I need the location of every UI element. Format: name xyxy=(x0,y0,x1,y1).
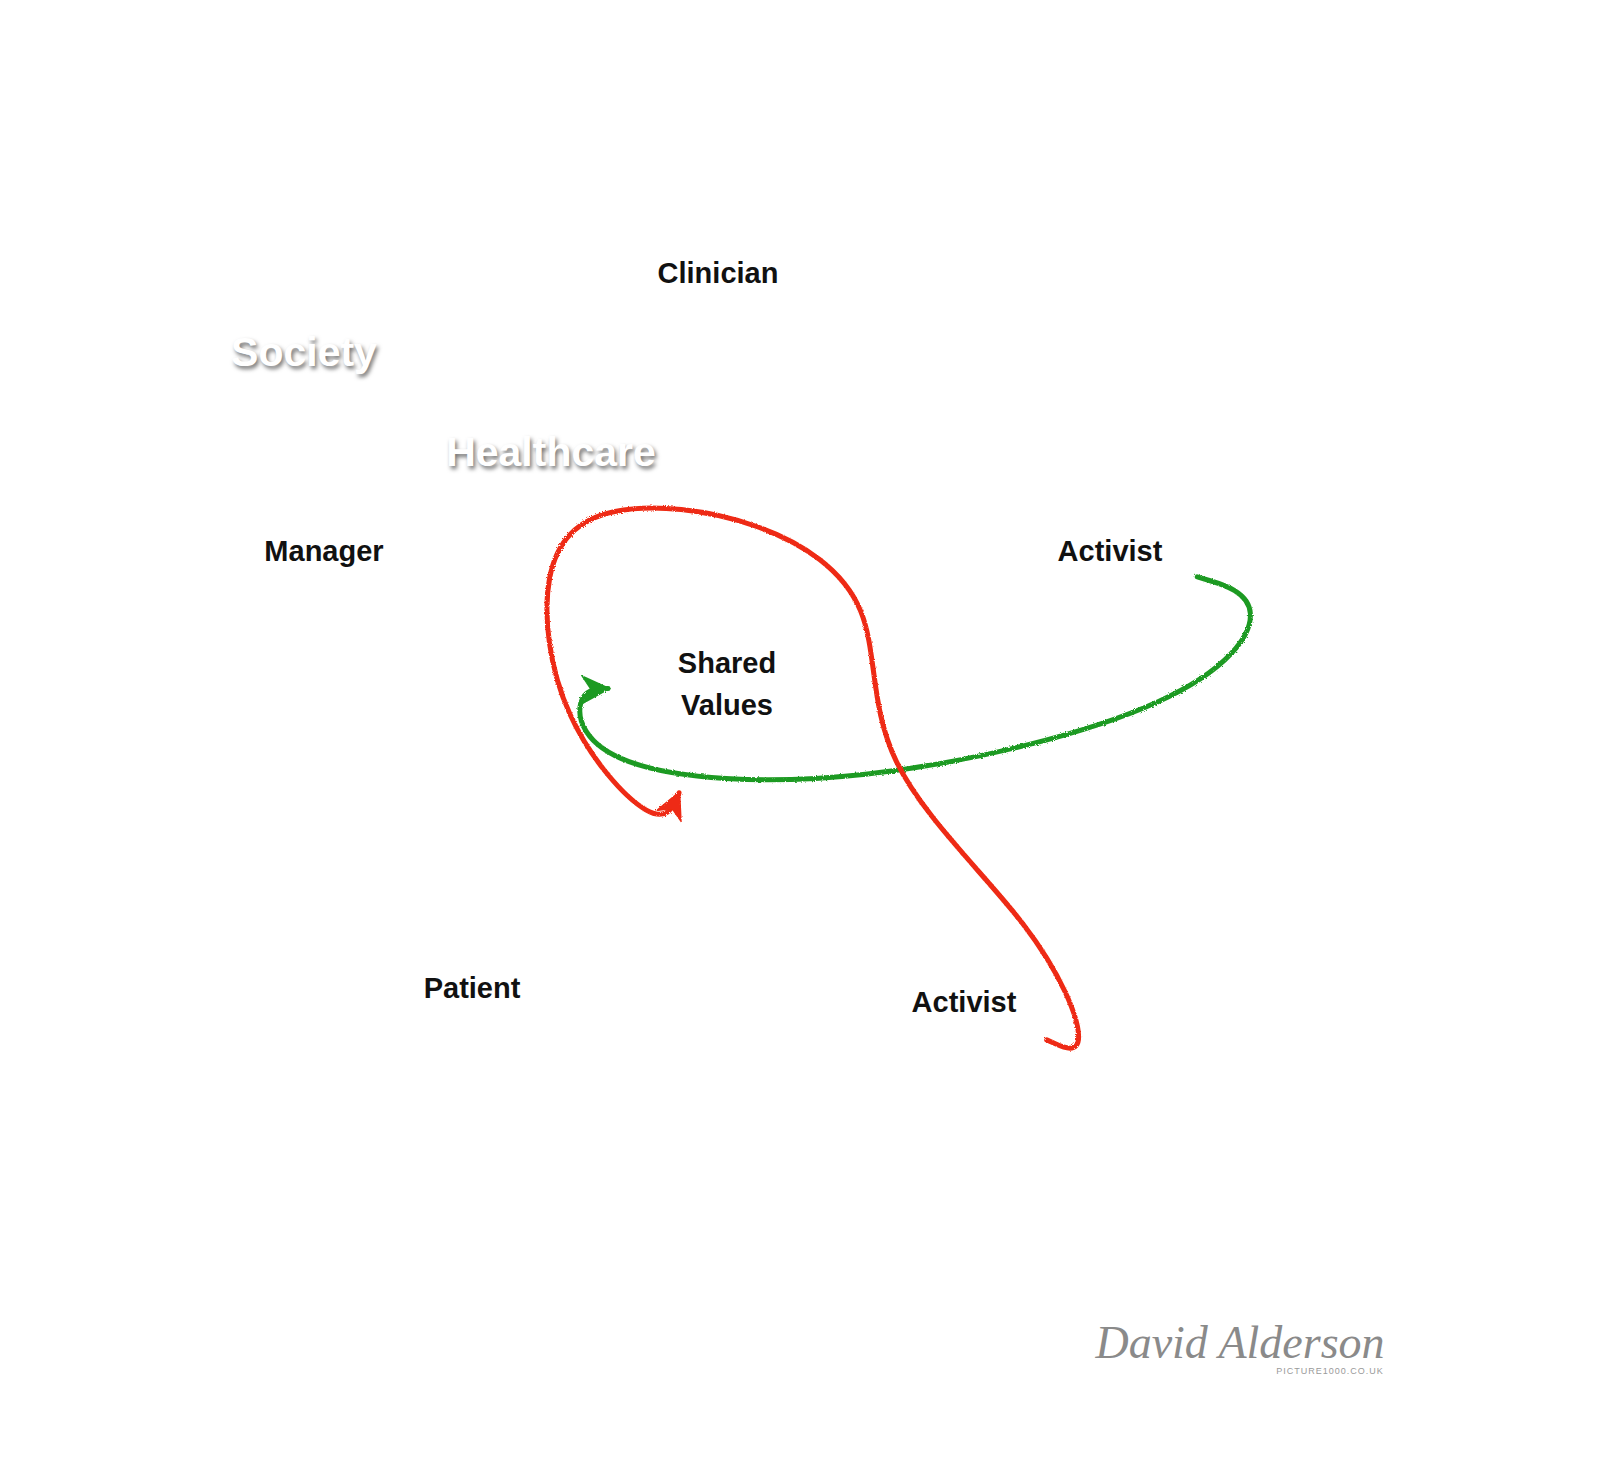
patient-ball: Patient xyxy=(383,899,561,1077)
outward-arrow xyxy=(308,1022,482,1196)
ball-shadow xyxy=(604,581,838,815)
label-holder: PICTURE1000.CO.UK xyxy=(1276,1366,1384,1376)
ball-fill xyxy=(610,567,844,801)
ball-shadow xyxy=(869,927,1047,1105)
ball-fill xyxy=(1021,462,1199,640)
outward-arrow xyxy=(1173,416,1341,581)
society-fill xyxy=(96,19,1400,1323)
healthcare-fill xyxy=(310,269,1136,1095)
ball-fill xyxy=(629,184,807,362)
feedback-loop xyxy=(580,577,1251,780)
clinician-ball: Clinician xyxy=(629,184,807,362)
outward-arrow xyxy=(661,49,781,175)
node-label: Manager xyxy=(264,530,383,572)
region-label: Healthcare xyxy=(446,429,656,476)
ball-shadow xyxy=(1015,476,1193,654)
ball-shadow xyxy=(229,476,407,654)
society-circle: ClinicianManagerActivistShared ValuesPat… xyxy=(83,6,1413,1336)
activist-ball: Activist xyxy=(1021,462,1199,640)
region-label: Society xyxy=(231,329,377,376)
outward-arrow xyxy=(117,454,243,574)
compass-star xyxy=(199,222,1240,1214)
drop-shadow xyxy=(55,44,1385,1374)
healthcare-circle: ClinicianManagerActivistShared ValuesPat… xyxy=(306,265,1140,1099)
society-ring xyxy=(83,6,1413,1336)
ball-fill xyxy=(383,899,561,1077)
label-holder: David Alderson xyxy=(1095,1316,1384,1369)
feedback-loop xyxy=(547,508,1079,1048)
ball-shadow xyxy=(623,198,801,376)
manager-ball: Manager xyxy=(235,462,413,640)
ball-fill xyxy=(875,913,1053,1091)
shared-values-ball: Shared Values xyxy=(610,567,844,801)
node-label: Shared Values xyxy=(652,642,802,726)
node-label: Patient xyxy=(424,967,521,1009)
ball-shadow xyxy=(377,913,555,1091)
outward-arrows xyxy=(117,49,1341,1196)
node-label: Activist xyxy=(912,981,1017,1023)
signature-watermark: David Alderson xyxy=(1095,1316,1384,1369)
website-watermark: PICTURE1000.CO.UK xyxy=(1276,1366,1384,1376)
node-label: Clinician xyxy=(658,252,779,294)
activist-ball: Activist xyxy=(875,913,1053,1091)
ball-fill xyxy=(235,462,413,640)
node-label: Activist xyxy=(1058,530,1163,572)
